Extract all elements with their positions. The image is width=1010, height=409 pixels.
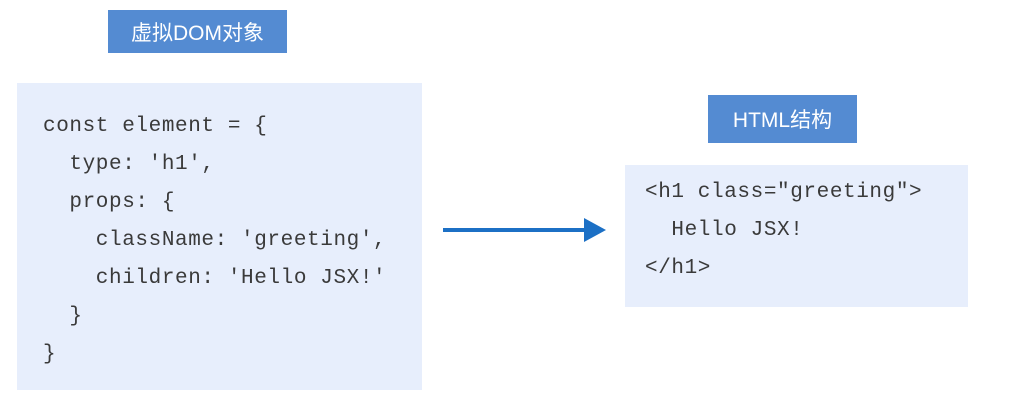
right-arrow-icon	[443, 218, 606, 242]
virtual-dom-label: 虚拟DOM对象	[108, 10, 287, 53]
html-structure-label: HTML结构	[708, 95, 857, 143]
arrow-head	[584, 218, 606, 242]
virtual-dom-code-block: const element = { type: 'h1', props: { c…	[17, 83, 422, 390]
html-code-block: <h1 class="greeting"> Hello JSX! </h1>	[625, 165, 968, 307]
